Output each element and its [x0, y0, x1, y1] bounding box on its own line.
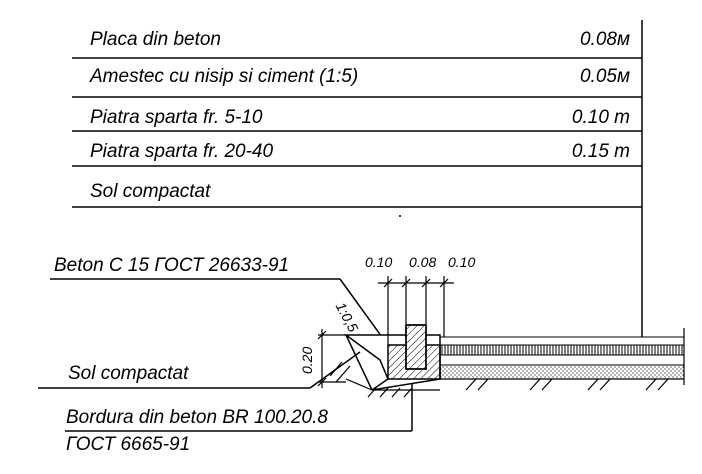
layer-thickness-2: 0.05м: [579, 66, 630, 87]
layer-name-1: Placa din beton: [90, 29, 221, 50]
layer-thickness-3: 0.10 m: [571, 107, 630, 128]
layer-name-4: Piatra sparta fr. 20-40: [90, 141, 274, 162]
bordura-callout-line2: ГОСТ 6665-91: [66, 434, 191, 455]
layer-name-3: Piatra sparta fr. 5-10: [90, 107, 263, 128]
dim-height: 0.20: [299, 346, 315, 374]
curb-foundation: [343, 324, 441, 391]
pavement-layers: [439, 328, 685, 385]
dim-top-b: 0.08: [409, 254, 437, 270]
layer-name-5: Sol compactat: [90, 181, 211, 202]
bordura-callout-line1: Bordura din beton BR 100.20.8: [66, 407, 328, 428]
ground-hatching: [329, 361, 684, 398]
layer-thickness-4: 0.15 m: [571, 141, 630, 162]
beton-callout: Beton C 15 ГОСТ 26633-91: [54, 255, 290, 276]
layer-thickness-1: 0.08м: [579, 29, 630, 50]
dim-top-c: 0.10: [448, 254, 476, 270]
layer-table-rules: [72, 20, 643, 338]
dimension-lines: [317, 276, 454, 388]
layer-name-2: Amestec cu nisip si ciment (1:5): [90, 66, 359, 87]
dot-mark: [399, 215, 401, 217]
sol-callout: Sol compactat: [68, 363, 189, 384]
dim-top-a: 0.10: [365, 254, 393, 270]
